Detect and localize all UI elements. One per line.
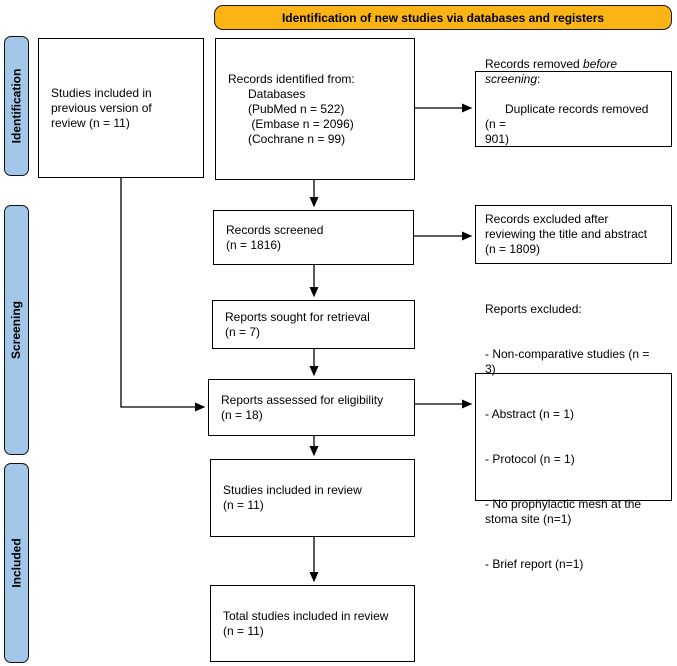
reports-excluded-item: - Protocol (n = 1): [485, 452, 575, 466]
reports-excluded-item: - Non-comparative studies (n = 3): [485, 347, 650, 376]
stage-label-identification: Identification: [4, 36, 29, 176]
stage-label-screening-text: Screening: [9, 300, 24, 360]
reports-excluded-title: Reports excluded:: [485, 302, 582, 316]
box-records-removed-text: Records removed before screening: Duplic…: [476, 53, 671, 166]
box-previous-review-studies-text: Studies included in previous version of …: [51, 85, 152, 130]
box-reports-excluded-text: Reports excluded: - Non-comparative stud…: [476, 268, 657, 606]
records-removed-pre: Records removed: [485, 56, 584, 71]
box-total-studies-included: Total studies included in review (n = 11…: [210, 585, 415, 662]
box-total-studies-included-text: Total studies included in review (n = 11…: [223, 608, 389, 638]
reports-excluded-item: - No prophylactic mesh at the stoma site…: [485, 497, 642, 526]
box-records-excluded-title-abstract: Records excluded after reviewing the tit…: [475, 205, 672, 264]
records-removed-line2: Duplicate records removed (n = 901): [485, 101, 649, 146]
box-previous-review-studies: Studies included in previous version of …: [38, 38, 204, 178]
box-reports-excluded: Reports excluded: - Non-comparative stud…: [475, 302, 672, 571]
banner-identification-new-studies: Identification of new studies via databa…: [214, 5, 672, 30]
box-reports-assessed: Reports assessed for eligibility (n = 18…: [208, 379, 415, 436]
stage-label-included-text: Included: [9, 538, 24, 588]
records-removed-post: :: [537, 71, 541, 86]
box-records-screened: Records screened (n = 1816): [213, 210, 414, 265]
stage-label-screening: Screening: [4, 205, 29, 455]
records-removed-italic: before screening: [485, 56, 621, 86]
reports-excluded-item: - Abstract (n = 1): [485, 407, 575, 421]
box-records-identified-text: Records identified from: Databases (PubM…: [228, 71, 355, 146]
reports-excluded-item: - Brief report (n=1): [485, 557, 584, 571]
box-reports-sought: Reports sought for retrieval (n = 7): [212, 300, 415, 349]
stage-label-included: Included: [4, 463, 29, 663]
box-studies-included-text: Studies included in review (n = 11): [223, 483, 362, 512]
arrow-previous-review-to-assessed: [120, 178, 206, 412]
box-records-removed-before-screening: Records removed before screening: Duplic…: [475, 57, 672, 147]
box-reports-sought-text: Reports sought for retrieval (n = 7): [225, 309, 370, 339]
box-records-screened-text: Records screened (n = 1816): [226, 222, 324, 252]
stage-label-identification-text: Identification: [9, 68, 24, 144]
box-records-identified: Records identified from: Databases (PubM…: [215, 38, 415, 180]
box-studies-included-review: Studies included in review (n = 11): [210, 459, 415, 537]
box-reports-assessed-text: Reports assessed for eligibility (n = 18…: [221, 392, 384, 422]
box-records-excluded-text: Records excluded after reviewing the tit…: [485, 212, 648, 256]
